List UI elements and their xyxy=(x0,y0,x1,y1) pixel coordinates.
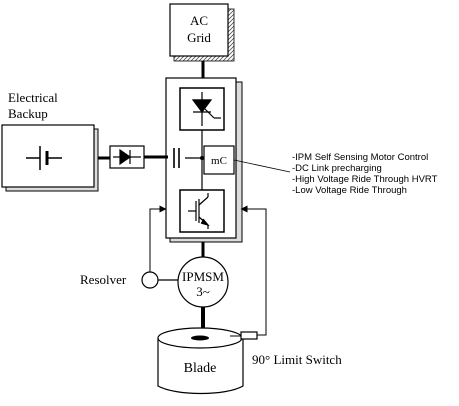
blade-label: Blade xyxy=(184,361,217,376)
igbt-icon xyxy=(188,193,210,229)
resolver-block: Resolver xyxy=(80,205,178,289)
blade-block: Blade xyxy=(157,327,244,395)
resolver-label: Resolver xyxy=(80,272,127,287)
feature-item-1: -DC Link precharging xyxy=(292,163,382,174)
feature-item-0: -IPM Self Sensing Motor Control xyxy=(292,152,428,163)
thyristor-icon xyxy=(191,92,221,126)
resolver-circle xyxy=(141,271,159,289)
ipmsm-motor: IPMSM 3~ xyxy=(177,256,229,308)
resolver-feedback-arrow xyxy=(149,205,167,272)
ac-grid-box xyxy=(169,3,229,57)
backup-label-2: Backup xyxy=(8,106,48,121)
feature-item-3: -Low Voltage Ride Through xyxy=(292,185,407,196)
limit-switch-feedback-arrow xyxy=(240,205,267,336)
dc-link-capacitor xyxy=(173,148,180,168)
mc-label: mC xyxy=(211,155,227,167)
ac-grid-label-1: AC xyxy=(190,13,208,28)
battery-icon xyxy=(26,146,62,170)
motor-label-2: 3~ xyxy=(196,284,210,299)
ac-grid-label-2: Grid xyxy=(187,30,211,45)
feature-item-2: -High Voltage Ride Through HVRT xyxy=(292,174,438,185)
limit-switch-box xyxy=(240,331,258,340)
motor-label-1: IPMSM xyxy=(182,269,224,284)
backup-battery-block xyxy=(1,124,99,192)
inverter-block xyxy=(179,189,225,233)
blade-hub xyxy=(191,335,209,341)
rectifier-block xyxy=(179,87,225,131)
features-callout-line xyxy=(233,159,291,173)
inverter-box xyxy=(179,189,225,233)
microcontroller-block: mC xyxy=(203,145,235,175)
blade-body xyxy=(157,338,244,395)
mc-box xyxy=(203,145,235,175)
diode-icon xyxy=(113,148,141,166)
diode-block xyxy=(109,145,145,169)
backup-label-1: Electrical xyxy=(8,90,58,105)
feature-list: -IPM Self Sensing Motor Control -DC Link… xyxy=(292,152,438,196)
limit-switch-block: 90° Limit Switch xyxy=(230,205,342,367)
ac-grid-block: AC Grid xyxy=(169,3,235,62)
limit-switch-label: 90° Limit Switch xyxy=(252,352,342,367)
